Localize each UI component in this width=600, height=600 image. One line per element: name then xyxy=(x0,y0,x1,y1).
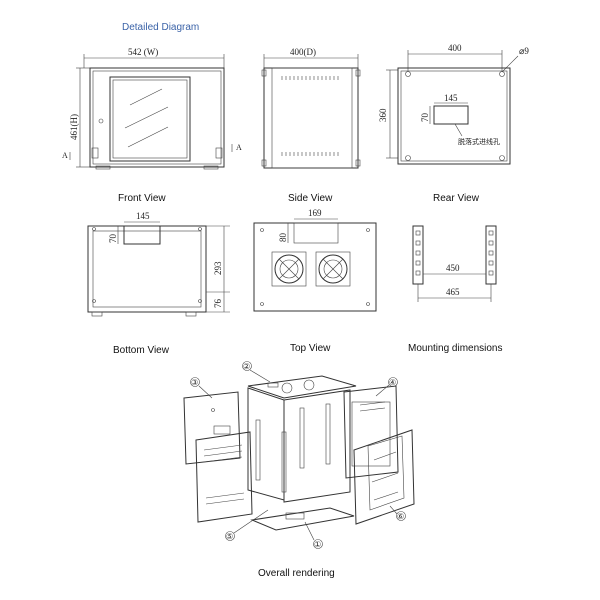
side-view: 400(D) xyxy=(261,47,361,169)
top-view-caption: Top View xyxy=(290,343,331,354)
top-cutout-h-dim: 80 xyxy=(278,233,288,243)
callout-3: ③ xyxy=(191,378,198,387)
exploded-view: ① ② ③ ④ ⑤ ⑥ xyxy=(183,361,415,549)
section-mark-right: A xyxy=(236,143,242,152)
fan-right xyxy=(315,251,351,287)
section-mark-left: A xyxy=(62,151,68,160)
bottom-height-dim: 293 xyxy=(213,261,223,275)
callout-6: ⑥ xyxy=(397,512,404,521)
mount-inner-dim: 450 xyxy=(446,263,460,273)
mount-outer-dim: 465 xyxy=(446,287,460,297)
front-view-caption: Front View xyxy=(118,193,166,204)
rear-top-dim: 400 xyxy=(448,43,462,53)
mounting-view: 450 465 xyxy=(412,225,497,302)
bottom-cutout-w-dim: 145 xyxy=(136,211,150,221)
side-view-caption: Side View xyxy=(288,193,333,204)
callout-1: ① xyxy=(314,540,321,549)
mounting-caption: Mounting dimensions xyxy=(408,343,503,354)
callout-4: ④ xyxy=(389,378,396,387)
rear-cutout-h-dim: 70 xyxy=(420,113,430,123)
fan-left xyxy=(271,251,307,287)
bottom-foot-dim: 76 xyxy=(213,299,223,309)
side-vent-top xyxy=(281,76,339,80)
top-cutout-w-dim: 169 xyxy=(308,208,322,218)
overall-rendering-caption: Overall rendering xyxy=(258,568,335,579)
front-height-dim: 461(H) xyxy=(69,114,79,140)
rear-height-dim: 360 xyxy=(378,108,388,122)
side-vent-bottom xyxy=(281,152,339,156)
callout-2: ② xyxy=(243,362,250,371)
bottom-cutout-h-dim: 70 xyxy=(108,234,118,244)
callout-5: ⑤ xyxy=(226,532,233,541)
diagram-title: Detailed Diagram xyxy=(122,22,200,33)
front-width-dim: 542 (W) xyxy=(128,47,158,57)
rear-hole-dim: ⌀9 xyxy=(519,46,529,56)
top-view: 169 80 xyxy=(253,208,377,312)
rear-cable-entry-note: 脱落式进线孔 xyxy=(458,137,500,146)
rear-view: 400 ⌀9 360 145 70 脱落式进线孔 xyxy=(378,43,529,165)
bottom-view-caption: Bottom View xyxy=(113,345,169,356)
rear-view-caption: Rear View xyxy=(433,193,479,204)
rear-cutout-w-dim: 145 xyxy=(444,93,458,103)
bottom-view: 145 70 293 76 xyxy=(87,211,230,317)
side-depth-dim: 400(D) xyxy=(290,47,316,57)
front-view: 542 (W) 461(H) A A xyxy=(62,47,242,170)
